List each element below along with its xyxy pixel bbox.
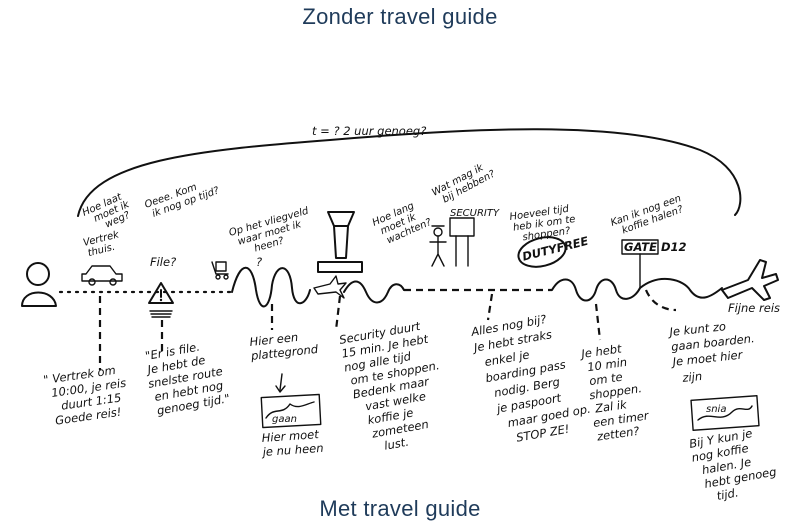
svg-text:Kan ik nog eenkoffie halen?: Kan ik nog eenkoffie halen? bbox=[609, 193, 686, 239]
svg-text:Vertrekthuis.: Vertrekthuis. bbox=[82, 229, 124, 259]
top-arc-label: t = ? 2 uur genoeg? bbox=[312, 124, 426, 138]
path-wavy-checkin bbox=[231, 266, 311, 308]
svg-text:"Er is file.Je hebt desnelste: "Er is file.Je hebt desnelste routeen he… bbox=[142, 336, 231, 418]
svg-text:Oeee. Komik nog op tijd?: Oeee. Komik nog op tijd? bbox=[143, 175, 221, 221]
path-wavy-security bbox=[343, 280, 405, 304]
svg-text:Hoe langmoet ikwachten?: Hoe langmoet ikwachten? bbox=[371, 197, 434, 249]
svg-text:Alles nog bij?Je hebt straksen: Alles nog bij?Je hebt straksenkel jeboar… bbox=[468, 307, 594, 450]
gate-map-sketch: snia bbox=[690, 395, 760, 431]
path-final-loop bbox=[639, 277, 723, 299]
note-bottom-depart: " Vertrek om10:00, je reisduurt 1:15Goed… bbox=[42, 362, 130, 429]
security-sign: SECURITY bbox=[449, 208, 500, 267]
map-sketch: gaan bbox=[260, 373, 322, 429]
note-bottom-map-here: Hier moetje nu heen bbox=[259, 427, 324, 459]
svg-text:GATE D12: GATE D12 bbox=[624, 240, 687, 254]
note-top-depart: Vertrekthuis. bbox=[82, 229, 124, 259]
traveler-person-icon bbox=[21, 262, 57, 307]
svg-text:Hier eenplattegrond: Hier eenplattegrond bbox=[248, 328, 320, 363]
car-icon bbox=[81, 265, 123, 286]
svg-text:Op het vliegveldwaar moet ikhe: Op het vliegveldwaar moet ikheen? bbox=[228, 205, 317, 260]
note-top-coffee: Kan ik nog eenkoffie halen? bbox=[609, 193, 686, 239]
note-top-leave: Hoe laatmoet ikweg? bbox=[81, 190, 136, 237]
top-time-arc bbox=[77, 128, 742, 217]
security-officer-icon bbox=[429, 225, 447, 267]
note-top-checkin: Op het vliegveldwaar moet ikheen? bbox=[228, 205, 317, 260]
note-top-security: Hoe langmoet ikwachten? bbox=[371, 197, 434, 249]
note-top-file: File? bbox=[150, 255, 176, 269]
note-bottom-security: Security duurt15 min. Je hebtnog alle ti… bbox=[338, 317, 453, 457]
note-bottom-coffee: Bij Y kun jenog koffiehalen. Jehebt geno… bbox=[688, 423, 780, 506]
svg-text:Bij Y kun jenog koffiehalen. J: Bij Y kun jenog koffiehalen. Jehebt geno… bbox=[688, 423, 780, 506]
end-label: Fijne reis bbox=[728, 301, 780, 315]
svg-text:Hier moetje nu heen: Hier moetje nu heen bbox=[259, 427, 324, 459]
connectors bbox=[98, 289, 677, 370]
note-bottom-map: Hier eenplattegrond bbox=[248, 328, 320, 363]
svg-text:Je hebt10 minom teshoppen.Zal: Je hebt10 minom teshoppen.Zal ikeen time… bbox=[578, 339, 652, 445]
question-mark: ? bbox=[256, 255, 262, 269]
note-bottom-traffic: "Er is file.Je hebt desnelste routeen he… bbox=[142, 336, 231, 418]
svg-text:Hoe laatmoet ikweg?: Hoe laatmoet ikweg? bbox=[81, 190, 136, 237]
luggage-cart-icon bbox=[211, 261, 229, 280]
small-plane-icon bbox=[313, 275, 347, 299]
note-bottom-gate: Je kunt zogaan boarden.Je moet hierzijn bbox=[667, 316, 759, 386]
svg-text:Wat mag ikbij hebben?: Wat mag ikbij hebben? bbox=[430, 159, 498, 209]
svg-text:SECURITY: SECURITY bbox=[450, 208, 500, 219]
path-wavy-shopping bbox=[551, 278, 641, 302]
svg-text:gaan: gaan bbox=[272, 414, 297, 425]
svg-text:Security duurt15 min. Je hebtn: Security duurt15 min. Je hebtnog alle ti… bbox=[338, 317, 453, 457]
svg-text:" Vertrek om10:00, je reisduur: " Vertrek om10:00, je reisduurt 1:15Goed… bbox=[42, 362, 130, 429]
svg-text:Je kunt zogaan boarden.Je moet: Je kunt zogaan boarden.Je moet hierzijn bbox=[667, 316, 759, 386]
airplane-icon bbox=[721, 259, 779, 301]
title-met-travel-guide: Met travel guide bbox=[319, 496, 481, 521]
gate-sign: GATE D12 bbox=[621, 239, 687, 289]
warning-icon bbox=[148, 282, 174, 318]
note-top-traffic: Oeee. Komik nog op tijd? bbox=[143, 175, 221, 221]
note-top-boarding: Wat mag ikbij hebben? bbox=[430, 159, 498, 209]
note-bottom-shopping: Je hebt10 minom teshoppen.Zal ikeen time… bbox=[578, 339, 652, 445]
note-bottom-boarding: Alles nog bij?Je hebt straksenkel jeboar… bbox=[468, 307, 594, 450]
title-zonder-travel-guide: Zonder travel guide bbox=[302, 4, 498, 29]
svg-text:snia: snia bbox=[706, 404, 726, 415]
control-tower-icon bbox=[317, 211, 363, 273]
